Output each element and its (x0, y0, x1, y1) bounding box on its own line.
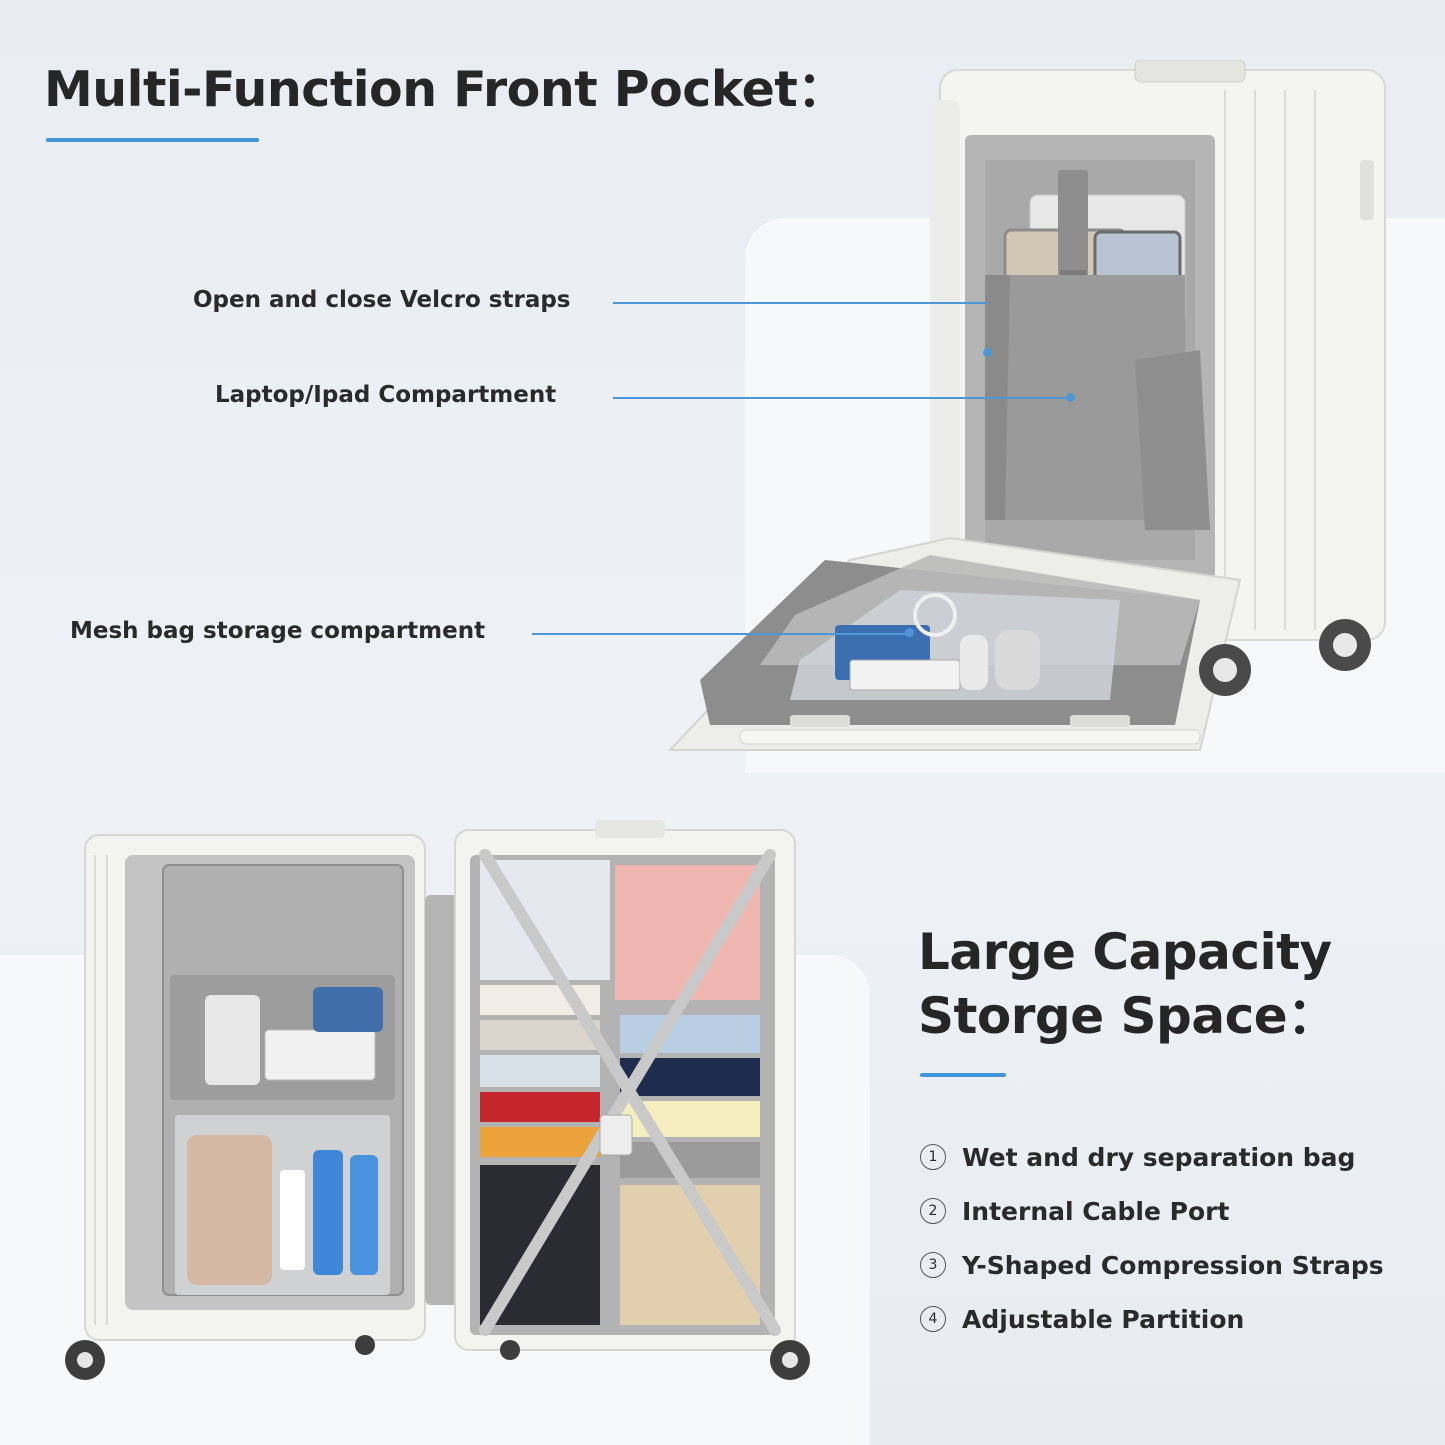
feature-item: 1 Wet and dry separation bag (920, 1130, 1384, 1184)
callout-laptop-compartment: Laptop/Ipad Compartment (215, 382, 557, 408)
leader-line-mesh (532, 633, 910, 635)
feature-item: 2 Internal Cable Port (920, 1184, 1384, 1238)
suitcase-front-pocket-icon (667, 60, 1386, 751)
capacity-title-line2: Storge Space： (918, 987, 1337, 1045)
feature-list: 1 Wet and dry separation bag 2 Internal … (920, 1130, 1384, 1346)
leader-dot-mesh (905, 628, 914, 637)
capacity-accent-line (920, 1073, 1006, 1077)
feature-item: 3 Y-Shaped Compression Straps (920, 1238, 1384, 1292)
leader-dot-laptop (1066, 393, 1075, 402)
feature-number: 1 (920, 1144, 946, 1170)
feature-number: 3 (920, 1252, 946, 1278)
front-pocket-title: Multi-Function Front Pocket： (44, 61, 846, 118)
capacity-title: Large Capacity Storge Space： (918, 920, 1337, 1048)
suitcase-open-interior-icon (65, 820, 810, 1380)
leader-dot-velcro (983, 348, 992, 357)
front-pocket-accent-line (46, 138, 259, 142)
feature-number: 2 (920, 1198, 946, 1224)
callout-velcro-straps: Open and close Velcro straps (193, 287, 571, 313)
callout-mesh-bag: Mesh bag storage compartment (70, 618, 486, 644)
feature-number: 4 (920, 1306, 946, 1332)
feature-label: Internal Cable Port (962, 1196, 1230, 1226)
feature-label: Wet and dry separation bag (962, 1142, 1356, 1172)
feature-label: Adjustable Partition (962, 1304, 1245, 1334)
feature-label: Y-Shaped Compression Straps (962, 1250, 1384, 1280)
capacity-title-line1: Large Capacity (918, 923, 1332, 981)
feature-item: 4 Adjustable Partition (920, 1292, 1384, 1346)
leader-line-laptop (613, 397, 1070, 399)
leader-line-velcro (613, 302, 988, 304)
